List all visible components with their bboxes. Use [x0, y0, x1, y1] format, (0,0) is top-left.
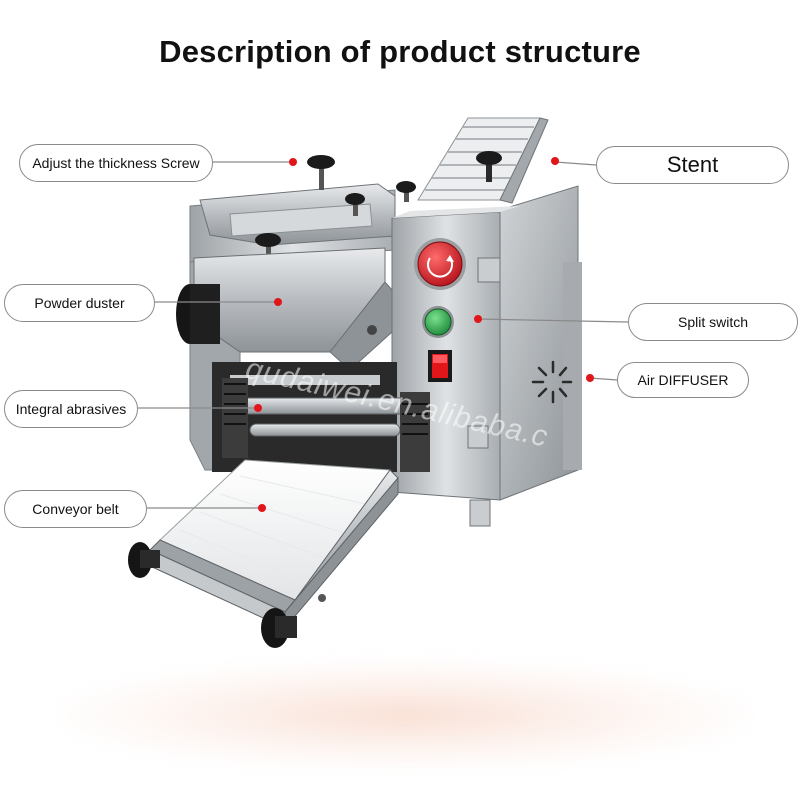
label-air-diffuser: Air DIFFUSER	[617, 362, 749, 398]
label-thickness-screw: Adjust the thickness Screw	[19, 144, 213, 182]
leader-lines	[138, 161, 629, 509]
label-split-switch: Split switch	[628, 303, 798, 341]
label-conveyor-belt: Conveyor belt	[4, 490, 147, 528]
marker-integral-abrasives	[254, 404, 262, 412]
powder-duster-hopper	[176, 247, 393, 371]
right-side-panel	[499, 185, 582, 501]
marker-stent	[551, 157, 559, 165]
label-stent: Stent	[596, 146, 789, 184]
marker-powder-duster	[274, 298, 282, 306]
marker-conveyor-belt	[258, 504, 266, 512]
page-title: Description of product structure	[159, 34, 641, 69]
marker-air-diffuser	[586, 374, 594, 382]
marker-dots	[254, 157, 594, 512]
label-powder-duster: Powder duster	[4, 284, 155, 322]
conveyor-belt	[128, 459, 399, 648]
stent-structure	[417, 117, 549, 204]
thickness-knobs	[255, 155, 416, 258]
marker-thickness-screw	[289, 158, 297, 166]
marker-split-switch	[474, 315, 482, 323]
roller-assembly	[212, 362, 430, 472]
label-integral-abrasives: Integral abrasives	[4, 390, 138, 428]
floor-shadow	[60, 660, 750, 770]
